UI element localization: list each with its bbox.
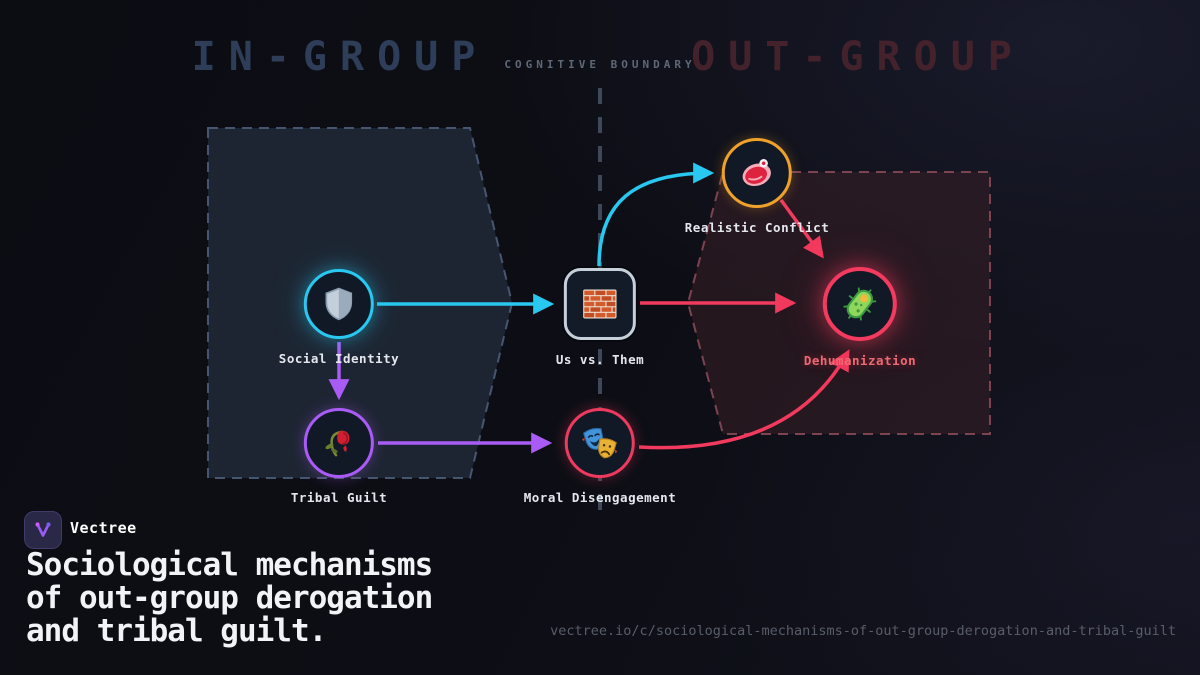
share-url: vectree.io/c/sociological-mechanisms-of-… [550,623,1176,639]
page-title: Sociological mechanisms of out-group der… [26,547,433,649]
moral-disengagement-node: Moral Disengagement [524,408,677,505]
moral-disengagement-label: Moral Disengagement [523,490,677,505]
vectree-logo-icon [35,522,51,537]
brand-name: Vectree [70,519,137,537]
brick-wall-icon [583,289,617,319]
moral-disengagement-circle[interactable] [565,408,635,478]
tribal-guilt-circle[interactable] [304,408,374,478]
dehumanization-label: Dehumanization [803,353,917,368]
meat-icon [742,159,772,187]
title-line-1: Sociological mechanisms [26,547,433,583]
out-group-heading: OUT-GROUP [691,34,1025,80]
title-line-2: of out-group derogation [26,580,433,616]
realistic-conflict-node: Realistic Conflict [685,138,829,235]
theater-masks-icon [582,427,618,459]
social-identity-node: Social Identity [279,269,399,366]
realistic-conflict-label: Realistic Conflict [684,220,830,235]
edge-realistic-conflict-to-dehumanization [779,198,824,259]
us-vs-them-square[interactable] [563,268,636,340]
edge-moral-disengagement-to-dehumanization [638,349,850,450]
cognitive-boundary-heading: COGNITIVE BOUNDARY [504,58,696,71]
microbe-icon [843,287,877,321]
tribal-guilt-node: Tribal Guilt [291,408,387,505]
title-line-3: and tribal guilt. [26,613,327,649]
realistic-conflict-circle[interactable] [722,138,792,208]
dehumanization-node: Dehumanization [804,267,916,368]
wilted-rose-icon [325,430,350,457]
shield-icon [325,287,353,321]
vectree-logo [24,511,62,549]
us-vs-them-label: Us vs. Them [555,352,645,367]
dehumanization-circle[interactable] [822,267,897,341]
edge-us-vs-them-to-realistic-conflict [597,162,715,267]
in-group-heading: IN-GROUP [191,34,489,80]
social-identity-circle[interactable] [303,269,374,339]
us-vs-them-node: Us vs. Them [556,268,644,367]
tribal-guilt-label: Tribal Guilt [290,490,388,505]
social-identity-label: Social Identity [278,351,400,366]
